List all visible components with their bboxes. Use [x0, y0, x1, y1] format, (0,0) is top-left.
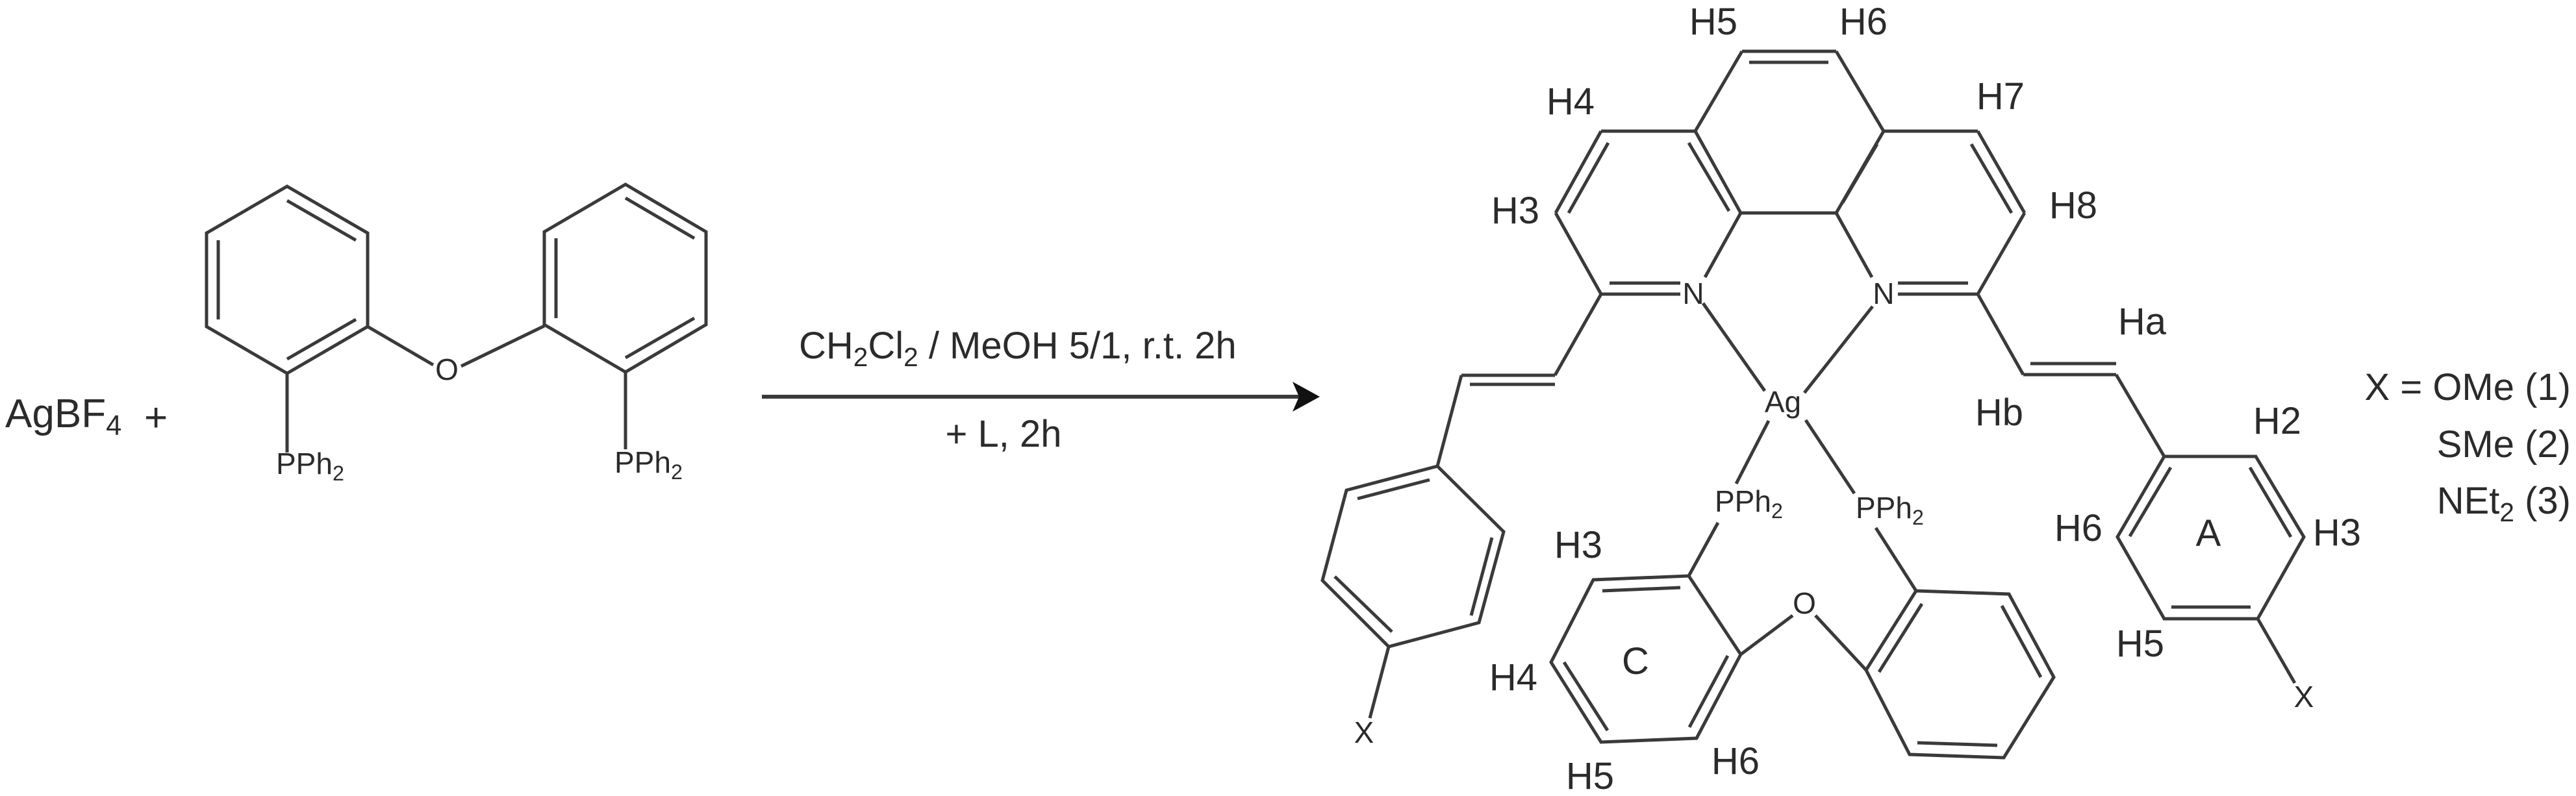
bond — [1976, 130, 2027, 214]
bond — [1834, 212, 1874, 279]
bond — [1703, 212, 1743, 279]
pph2-product-left-label: PPh2 — [1715, 484, 1783, 523]
substituent-legend: X = OMe (1) SMe (2) NEt2 (3) — [2365, 366, 2571, 527]
label-hb: Hb — [1975, 392, 2023, 434]
arrow-head-icon — [1293, 382, 1320, 412]
double-bond-inner — [1841, 143, 1879, 204]
bond — [1834, 50, 1886, 132]
bond — [1693, 50, 1744, 132]
conditions-below-label: + L, 2h — [946, 413, 1062, 455]
double-bond-inner — [286, 199, 357, 242]
ring-a-x-substituent-label: X — [2294, 680, 2314, 714]
label-h4-ring-c: H4 — [1489, 656, 1537, 699]
bond — [1976, 293, 2025, 376]
reaction-arrow: CH2Cl2 / MeOH 5/1, r.t. 2h + L, 2h — [762, 325, 1320, 455]
left-phenyl-ring — [205, 184, 370, 375]
bond — [2256, 617, 2297, 684]
ring-a-name-label: A — [2196, 512, 2221, 554]
bond — [1368, 646, 1391, 719]
label-h3-ring-a: H3 — [2313, 512, 2361, 554]
double-bond-inner — [1687, 654, 1730, 728]
label-h8-phen: H8 — [2049, 184, 2097, 227]
double-bond-inner — [1333, 575, 1393, 633]
double-bond-inner — [1469, 537, 1494, 616]
double-bond-inner — [286, 317, 357, 361]
reactant-dpephos-ligand: O PPh2 PPh2 — [205, 182, 708, 485]
double-bond-inner — [1567, 142, 1610, 214]
ag-p-bond — [1804, 419, 1856, 495]
bridge-oxygen-label: O — [1793, 586, 1816, 620]
label-h7-phen: H7 — [1976, 75, 2025, 118]
left-aryl-ring — [1320, 464, 1506, 649]
label-h6-phen: H6 — [1839, 1, 1888, 43]
agbf4-label: AgBF4 — [5, 392, 121, 442]
label-ha: Ha — [2118, 301, 2167, 343]
p-c-bond — [1874, 527, 1918, 592]
silver-center: Ag PPh2 PPh2 — [1701, 302, 1924, 529]
label-h6-ring-c: H6 — [1711, 740, 1760, 782]
conditions-above-label: CH2Cl2 / MeOH 5/1, r.t. 2h — [799, 325, 1237, 372]
label-h4-phen: H4 — [1547, 81, 1595, 123]
double-bond-inner — [1877, 603, 1924, 673]
double-bond-inner — [1917, 741, 1998, 747]
nitrogen-right-label: N — [1873, 277, 1894, 310]
bond — [1693, 130, 1743, 214]
reactant-agbf4: AgBF4 — [5, 392, 121, 442]
nitrogen-left-label: N — [1682, 277, 1704, 310]
ag-p-bond — [1734, 419, 1771, 485]
dpephos-backbone: O H3 H4 H5 H6 C — [1489, 521, 2056, 796]
label-h5-ring-c: H5 — [1566, 755, 1614, 796]
ether-oxygen-label: O — [435, 353, 459, 386]
silver-label: Ag — [1765, 385, 1801, 419]
label-h5-ring-a: H5 — [2116, 623, 2164, 665]
pph2-product-right-label: PPh2 — [1856, 491, 1924, 529]
bond — [2114, 373, 2166, 458]
double-bond-inner — [2248, 466, 2293, 538]
label-h3-phen: H3 — [1491, 190, 1539, 232]
double-bond-inner — [1602, 586, 1681, 593]
legend-item-3: NEt2 (3) — [2437, 480, 2571, 527]
product-complex: N N H5 H6 H4 H7 H3 H8 X — [1320, 1, 2361, 796]
o-c-bond — [460, 324, 546, 368]
double-bond-inner — [2000, 604, 2043, 678]
n-ag-bond — [1701, 302, 1767, 392]
phenanthroline: N N H5 H6 H4 H7 H3 H8 — [1491, 1, 2097, 310]
c-o-bond — [1739, 614, 1794, 656]
p-c-bond — [1687, 521, 1720, 577]
label-h3-ring-c: H3 — [1554, 524, 1602, 566]
pph2-right-label: PPh2 — [614, 445, 683, 484]
double-bond-inner — [2128, 466, 2173, 538]
double-bond-inner — [1969, 143, 2014, 214]
double-bond-inner — [1687, 142, 1731, 212]
bond — [1435, 375, 1463, 467]
bond — [1553, 293, 1603, 377]
left-x-substituent-label: X — [1354, 715, 1374, 749]
double-bond-inner — [624, 196, 696, 240]
n-ag-bond — [1803, 305, 1874, 394]
double-bond-inner — [624, 316, 696, 360]
left-styryl-arm: X — [1320, 293, 1603, 749]
c-o-bond — [366, 325, 435, 367]
plus-sign: + — [144, 395, 168, 440]
bond — [1976, 212, 2027, 295]
label-h6-ring-a: H6 — [2054, 507, 2102, 549]
double-bond-inner — [1357, 478, 1430, 501]
o-c-bond — [1814, 614, 1867, 671]
ring-c-name-label: C — [1622, 640, 1649, 682]
right-styryl-arm: X Ha Hb H2 H6 H3 H5 A — [1975, 293, 2361, 714]
pph2-left-label: PPh2 — [276, 447, 344, 485]
label-h2-ring-a: H2 — [2253, 400, 2301, 442]
legend-item-2: SMe (2) — [2437, 423, 2571, 466]
double-bond-inner — [1562, 661, 1610, 732]
label-h5-phen: H5 — [1689, 1, 1737, 43]
bond — [1554, 130, 1603, 214]
ring-d — [1864, 589, 2056, 760]
bond — [1554, 212, 1603, 295]
legend-item-1: X = OMe (1) — [2365, 366, 2571, 408]
right-phenyl-ring — [542, 182, 708, 374]
